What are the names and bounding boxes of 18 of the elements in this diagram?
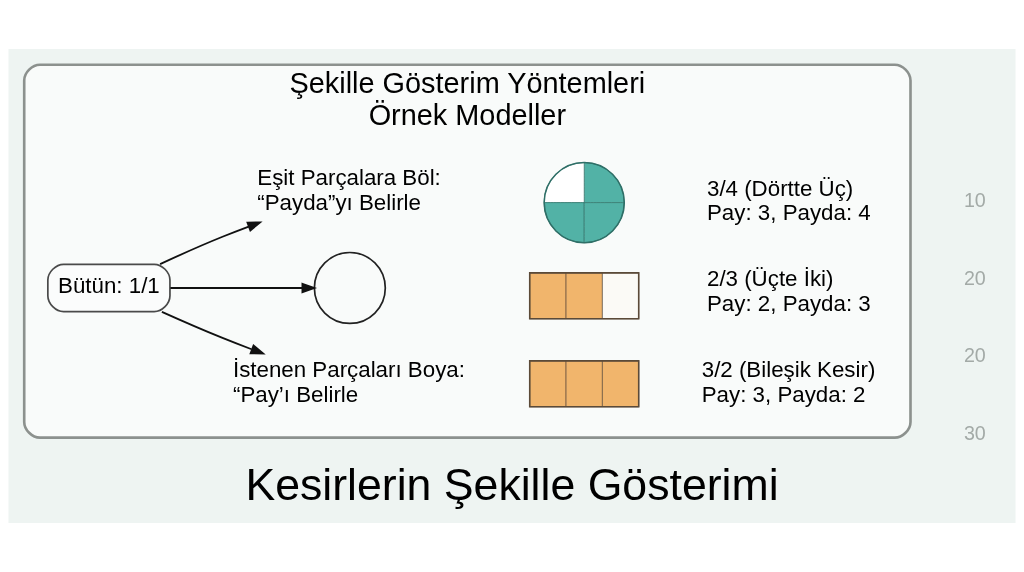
label: 20 xyxy=(963,344,986,367)
node-label: 2/3 (Üçte İki) xyxy=(706,266,834,292)
node-label: 3/4 (Dörtte Üç) xyxy=(706,175,854,201)
node-label: Pay: 2, Payda: 3 xyxy=(706,291,871,317)
arrow xyxy=(159,221,263,265)
diagram-title: Kesirlerin Şekille Gösterimi xyxy=(245,459,779,509)
node-label: Pay: 3, Payda: 2 xyxy=(701,381,866,407)
label: 10 xyxy=(963,189,986,212)
node-circle xyxy=(313,251,387,325)
node-text: Eşit Parçalara Böl: “Payda”yı Belirle xyxy=(257,165,441,215)
arrow xyxy=(160,310,266,355)
node-text: İstenen Parçaları Boya: “Pay’ı Belirle xyxy=(232,356,465,407)
arrow xyxy=(169,282,318,294)
node-box: Bütün: 1/1 xyxy=(47,263,171,313)
label: 20 xyxy=(963,266,986,289)
node-label: 3/2 (Bileşik Kesir) xyxy=(701,356,876,382)
node-label: Pay: 3, Payda: 4 xyxy=(706,200,871,226)
label: 30 xyxy=(963,421,986,444)
